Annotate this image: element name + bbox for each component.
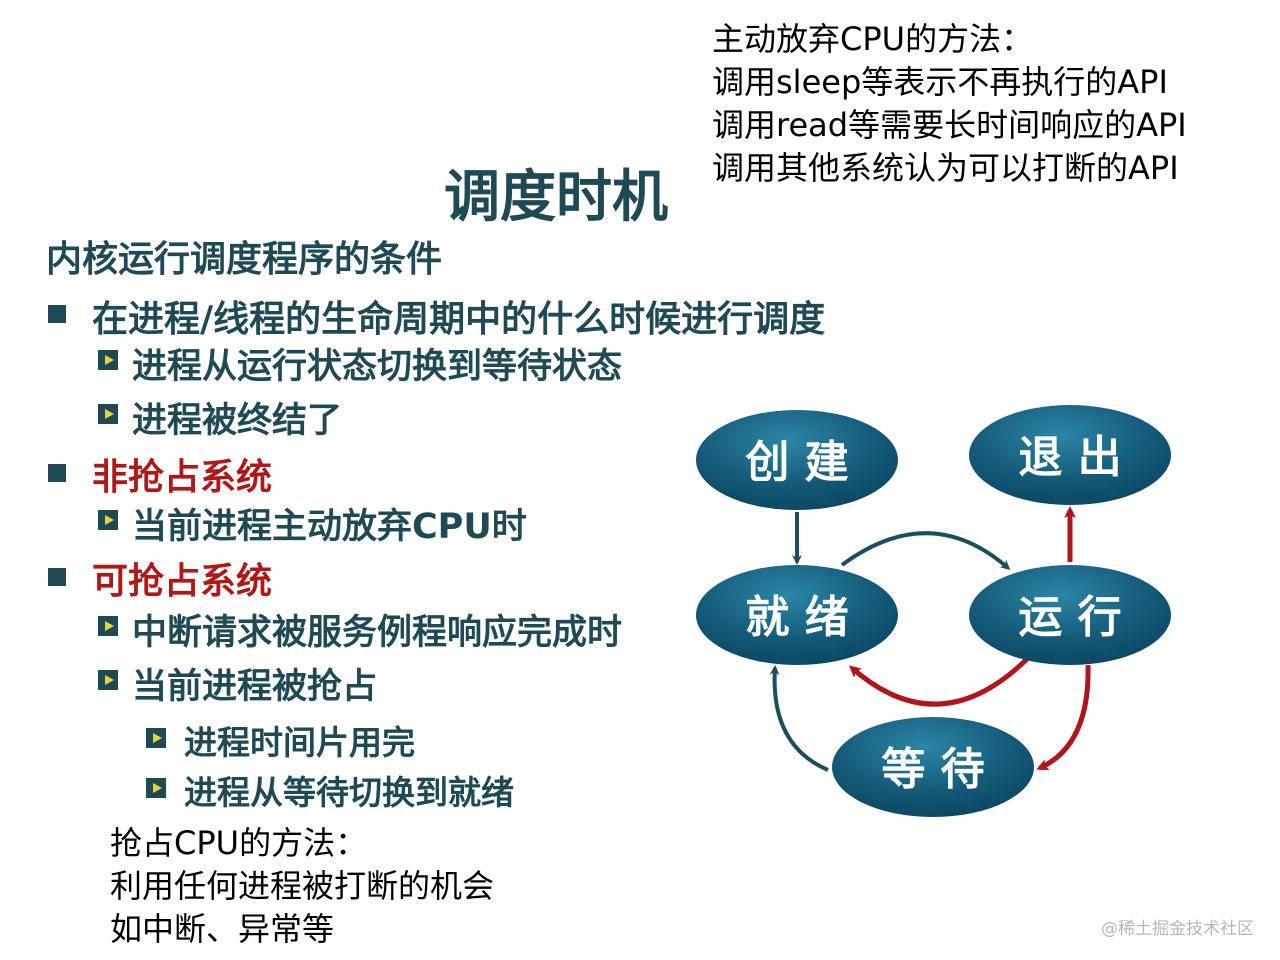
square-bullet-icon [48,568,66,586]
state-node-running [969,565,1171,665]
arrow-running-to-waiting [1036,664,1091,771]
arrow-waiting-to-ready [769,665,829,772]
state-node-ready [696,565,898,665]
state-node-create [696,410,898,510]
outline-subitem: 进程被终结了 [132,401,343,441]
outline-subitem: 当前进程主动放弃CPU时 [132,507,527,547]
square-bullet-icon [48,464,66,482]
arrow-ready-to-running [840,531,1011,570]
slide-title: 调度时机 [444,165,668,230]
outline-item: 可抢占系统 [92,561,273,602]
state-label-waiting: 等 待 [881,744,984,795]
note-line: 利用任何进程被打断的机会 [110,867,495,905]
state-node-waiting [832,717,1034,817]
arrow-bullet-icon [98,510,118,530]
note-line: 调用read等需要长时间响应的API [712,106,1187,144]
note-line: 调用其他系统认为可以打断的API [712,149,1179,187]
cpu-preempt-methods-note: 抢占CPU的方法： 利用任何进程被打断的机会 如中断、异常等 [110,822,494,951]
outline-subitem: 中断请求被服务例程响应完成时 [132,613,623,653]
arrow-bullet-icon [98,350,118,370]
cpu-yield-methods-note: 主动放弃CPU的方法： 调用sleep等表示不再执行的API 调用read等需要… [712,18,1187,190]
watermark: @稀土掘金技术社区 [1101,919,1254,939]
note-line: 抢占CPU的方法： [110,824,368,862]
state-label-create: 创 建 [745,437,848,488]
arrow-bullet-icon [146,728,166,748]
outline-subitem: 进程从运行状态切换到等待状态 [132,347,623,387]
square-bullet-icon [48,305,66,323]
state-node-exit [969,405,1171,505]
section-heading: 内核运行调度程序的条件 [46,239,443,280]
arrow-bullet-icon [146,778,166,798]
arrow-bullet-icon [98,404,118,424]
outline-item: 在进程/线程的生命周期中的什么时候进行调度 [92,299,826,340]
note-line: 主动放弃CPU的方法： [712,20,1034,58]
note-line: 调用sleep等表示不再执行的API [712,63,1168,101]
arrow-bullet-icon [98,616,118,636]
state-label-running: 运 行 [1018,592,1121,643]
state-label-exit: 退 出 [1018,432,1121,483]
outline-item: 非抢占系统 [92,457,273,498]
arrow-running-to-ready [848,656,1030,707]
note-line: 如中断、异常等 [110,910,335,948]
outline-subsubitem: 进程从等待切换到就绪 [184,773,514,812]
outline-subsubitem: 进程时间片用完 [184,723,415,762]
outline-subitem: 当前进程被抢占 [132,667,378,707]
state-label-ready: 就 绪 [745,592,848,643]
arrow-bullet-icon [98,670,118,690]
